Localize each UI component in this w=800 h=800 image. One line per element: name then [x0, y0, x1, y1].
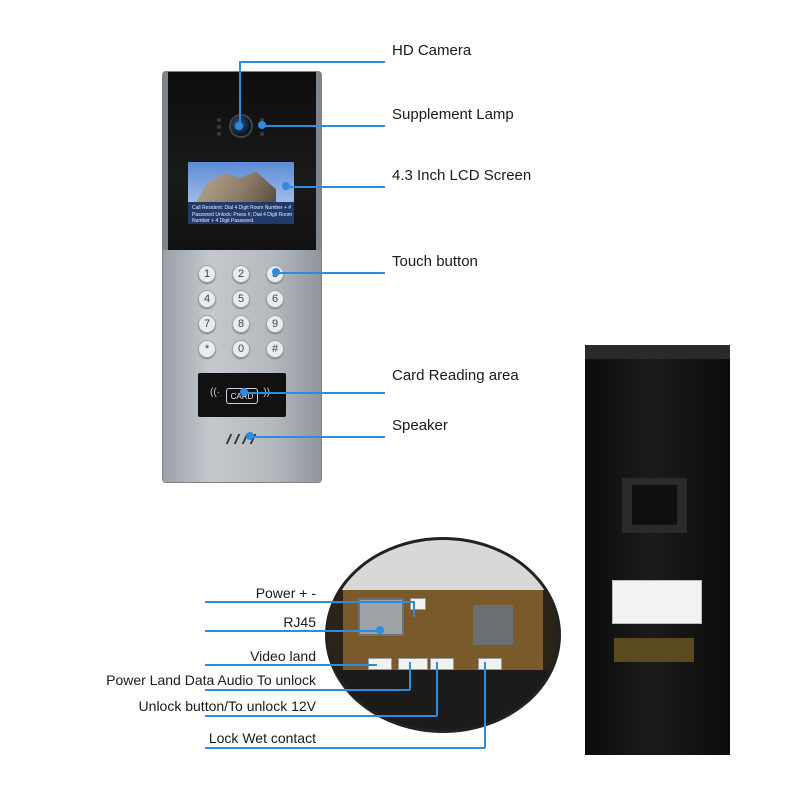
key-4[interactable]: 4	[198, 290, 216, 308]
callout-line-camera-v	[239, 62, 241, 126]
lcd-line-2: Password Unlock: Press #, Dial 4 Digit R…	[192, 212, 293, 218]
led-icon	[217, 132, 221, 136]
back-camera-module	[632, 485, 677, 525]
label-card-reading: Card Reading area	[392, 367, 519, 384]
callout-line-video	[205, 664, 377, 666]
pcb-zoom-view	[328, 540, 558, 730]
callout-line-power	[205, 601, 414, 603]
key-star[interactable]: *	[198, 340, 216, 358]
callout-line-lamp	[262, 125, 385, 127]
panel-rim-left	[163, 72, 168, 250]
terminal-connector	[478, 658, 502, 670]
key-6[interactable]: 6	[266, 290, 284, 308]
label-supplement-lamp: Supplement Lamp	[392, 106, 514, 123]
panel-rim-right	[316, 72, 321, 250]
label-power-land: Power Land Data Audio To unlock	[106, 672, 316, 688]
back-product-label	[612, 580, 702, 624]
label-lcd-screen: 4.3 Inch LCD Screen	[392, 167, 532, 184]
label-touch-button: Touch button	[392, 253, 478, 270]
callout-dot	[272, 268, 280, 276]
callout-dot	[235, 122, 243, 130]
callout-dot	[240, 388, 248, 396]
led-icon	[260, 132, 264, 136]
key-0[interactable]: 0	[232, 340, 250, 358]
callout-line-camera-h	[239, 61, 385, 63]
terminal-connector	[430, 658, 454, 670]
callout-line-speaker	[250, 436, 385, 438]
key-5[interactable]: 5	[232, 290, 250, 308]
callout-line-card	[244, 392, 385, 394]
key-7[interactable]: 7	[198, 315, 216, 333]
led-icon	[217, 125, 221, 129]
callout-line-unlock	[205, 715, 437, 717]
label-speaker: Speaker	[392, 417, 448, 434]
callout-line-unlock-v	[436, 662, 438, 716]
callout-dot	[246, 432, 254, 440]
callout-line-lcd	[286, 186, 385, 188]
label-rj45: RJ45	[283, 614, 316, 630]
callout-line-power-v	[413, 601, 415, 617]
callout-line-lock	[205, 747, 485, 749]
callout-line-rj45	[205, 630, 380, 632]
rfid-wave-left-icon: ((·	[210, 387, 220, 398]
callout-dot	[376, 626, 384, 634]
led-icon	[217, 118, 221, 122]
label-unlock-button: Unlock button/To unlock 12V	[138, 698, 316, 714]
lcd-instruction-bar	[188, 202, 294, 224]
key-1[interactable]: 1	[198, 265, 216, 283]
key-9[interactable]: 9	[266, 315, 284, 333]
label-hd-camera: HD Camera	[392, 42, 472, 59]
relay-chip-icon	[473, 605, 513, 645]
callout-line-lock-v	[484, 662, 486, 748]
lcd-screen: Call Resident: Dial 4 Digit Room Number …	[188, 162, 294, 224]
label-power: Power + -	[255, 585, 316, 601]
back-circuit-board	[614, 638, 694, 662]
led-icon	[260, 118, 264, 122]
key-hash[interactable]: #	[266, 340, 284, 358]
lcd-line-3: Number + 4 Digit Password.	[192, 218, 255, 224]
callout-line-power-land	[205, 689, 410, 691]
callout-line-touch	[276, 272, 385, 274]
terminal-connector	[398, 658, 428, 670]
key-2[interactable]: 2	[232, 265, 250, 283]
key-8[interactable]: 8	[232, 315, 250, 333]
pcb-label-strip	[328, 540, 558, 590]
lcd-line-1: Call Resident: Dial 4 Digit Room Number …	[192, 205, 292, 211]
label-lock-contact: Lock Wet contact	[208, 730, 316, 746]
callout-dot	[282, 182, 290, 190]
housing-interior	[328, 670, 558, 730]
intercom-back-view	[585, 345, 730, 755]
label-video: Video land	[250, 648, 316, 664]
callout-line-power-land-v	[409, 662, 411, 690]
back-top-cap	[585, 345, 730, 359]
callout-dot	[258, 121, 266, 129]
